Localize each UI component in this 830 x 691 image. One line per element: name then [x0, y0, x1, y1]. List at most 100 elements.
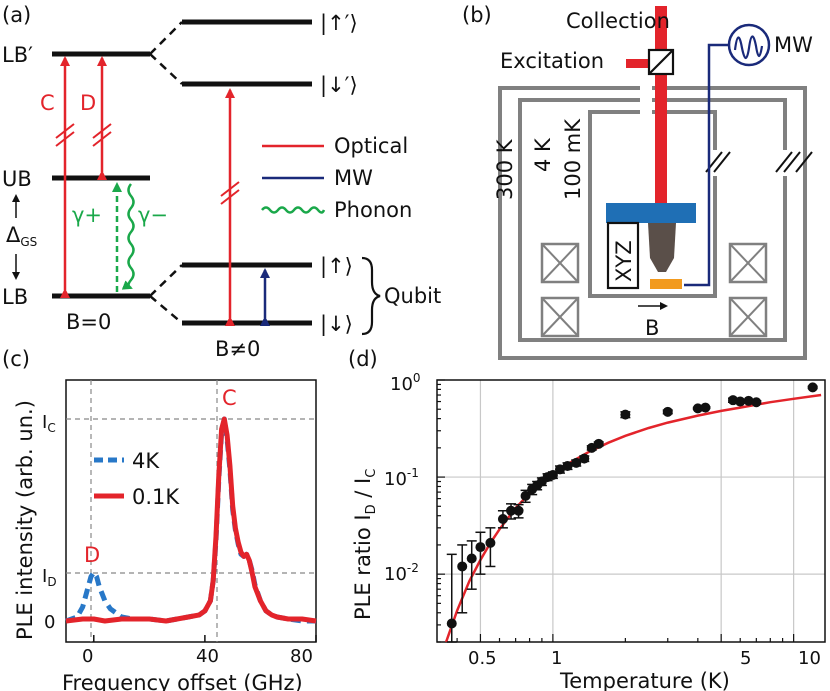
label-xyz: XYZ — [612, 240, 636, 282]
data-point — [554, 464, 565, 475]
x-tick-label: 0.5 — [468, 648, 497, 669]
panel-c: (c) 0 40 80 Frequency offset (GHz) PLE i… — [2, 347, 317, 691]
sample — [650, 279, 682, 289]
panel-b-tag: (b) — [462, 3, 492, 27]
x-tick-label: 1 — [551, 648, 562, 669]
state-down: |↓⟩ — [320, 312, 353, 337]
peak-label-c: C — [222, 386, 237, 410]
x-axis-label: Temperature (K) — [559, 669, 730, 691]
shield-300k — [498, 86, 807, 360]
qubit-brace — [361, 256, 381, 336]
data-point — [446, 618, 457, 629]
label-transition-c: C — [40, 91, 55, 115]
label-lb: LB — [2, 285, 28, 309]
data-point — [485, 537, 496, 548]
shield-4k — [518, 98, 787, 342]
x-tick-label: 5 — [740, 648, 751, 669]
label-100mk: 100 mK — [561, 118, 585, 200]
split-dash — [149, 264, 183, 297]
data-point — [475, 542, 486, 553]
split-dash — [149, 53, 183, 85]
peak-label-d: D — [84, 543, 100, 567]
label-mw: MW — [774, 33, 813, 57]
y-tick-label: 10-1 — [384, 466, 419, 490]
label-b-nonzero: B≠0 — [215, 337, 260, 361]
x-axis-label: Frequency offset (GHz) — [62, 671, 303, 691]
panel-d-tag: (d) — [348, 347, 378, 371]
data-point — [562, 461, 573, 472]
data-point — [466, 553, 477, 564]
x-tick-label: 10 — [798, 648, 821, 669]
series-line-4k — [65, 416, 316, 624]
series-line-01k — [65, 416, 317, 624]
legend-phonon-swatch — [261, 206, 326, 214]
plot-d-frame — [436, 379, 826, 643]
data-point — [700, 402, 711, 413]
label-excitation: Excitation — [500, 49, 604, 73]
data-point — [520, 490, 531, 501]
label-ub: UB — [2, 167, 32, 191]
label-collection: Collection — [566, 9, 670, 33]
label-300k: 300 K — [493, 138, 517, 200]
data-point — [620, 409, 631, 420]
label-gamma-minus: γ− — [138, 203, 168, 227]
label-transition-d: D — [80, 91, 96, 115]
state-up-prime: |↑′⟩ — [320, 11, 358, 36]
data-point — [593, 438, 604, 449]
label-4k: 4 K — [531, 137, 555, 172]
legend-phonon-label: Phonon — [334, 198, 412, 222]
y-tick-id: ID — [42, 566, 57, 589]
data-point — [735, 396, 746, 407]
x-tick-label: 0 — [82, 646, 93, 667]
label-qubit: Qubit — [384, 284, 441, 308]
objective-lens — [648, 223, 676, 272]
y-tick-label: 10-2 — [384, 561, 419, 585]
data-point — [807, 382, 818, 393]
state-up: |↑⟩ — [320, 254, 353, 279]
data-point — [571, 457, 582, 468]
label-gamma-plus: γ+ — [72, 203, 102, 227]
magnet-coils — [540, 242, 768, 338]
label-b-zero: B=0 — [66, 310, 111, 334]
shield-100mk — [588, 110, 717, 298]
y-tick-label: 100 — [390, 371, 421, 395]
break-mark — [55, 123, 75, 139]
optical-beam — [655, 6, 667, 204]
break-mark — [92, 131, 112, 147]
data-point — [692, 403, 703, 414]
x-tick-label: 40 — [196, 646, 219, 667]
panel-d: (d) 0.5 1 5 10 Temperature (K) 100 10-1 … — [348, 347, 826, 691]
break-mark — [220, 189, 240, 205]
legend-01k-label: 0.1K — [132, 485, 180, 509]
panel-b: (b) 300 K 4 K 100 mK Collection Excitati… — [462, 3, 813, 360]
panel-a: (a) LB′ UB LB ΔGS |↑′⟩ |↓′⟩ |↑⟩ |↓⟩ C D — [2, 3, 441, 361]
data-point — [743, 395, 754, 406]
data-point — [497, 513, 508, 524]
plot-d-marks — [444, 382, 822, 643]
plot-d-grid — [437, 379, 825, 643]
legend-4k-label: 4K — [132, 449, 160, 473]
split-dash — [149, 295, 183, 324]
break-mark — [55, 131, 75, 147]
label-b-field: B — [645, 316, 659, 340]
legend-optical-label: Optical — [334, 134, 408, 158]
plot-c-series — [65, 416, 317, 642]
data-point — [579, 453, 590, 464]
xyz-stage — [606, 221, 640, 290]
data-point — [506, 505, 517, 516]
data-point — [513, 505, 524, 516]
phonon-gamma-minus — [121, 183, 135, 290]
break-marks — [705, 151, 813, 173]
data-point — [457, 561, 468, 572]
data-point — [662, 406, 673, 417]
state-down-prime: |↓′⟩ — [320, 73, 358, 98]
plot-c-frame — [65, 379, 317, 643]
mw-line — [684, 43, 729, 287]
data-point — [751, 397, 762, 408]
excitation-beam — [626, 59, 650, 68]
x-tick-label: 80 — [290, 646, 313, 667]
legend-mw-label: MW — [334, 166, 373, 190]
label-delta: ΔGS — [6, 223, 37, 249]
y-axis-label: PLE intensity (arb. un.) — [13, 400, 37, 640]
